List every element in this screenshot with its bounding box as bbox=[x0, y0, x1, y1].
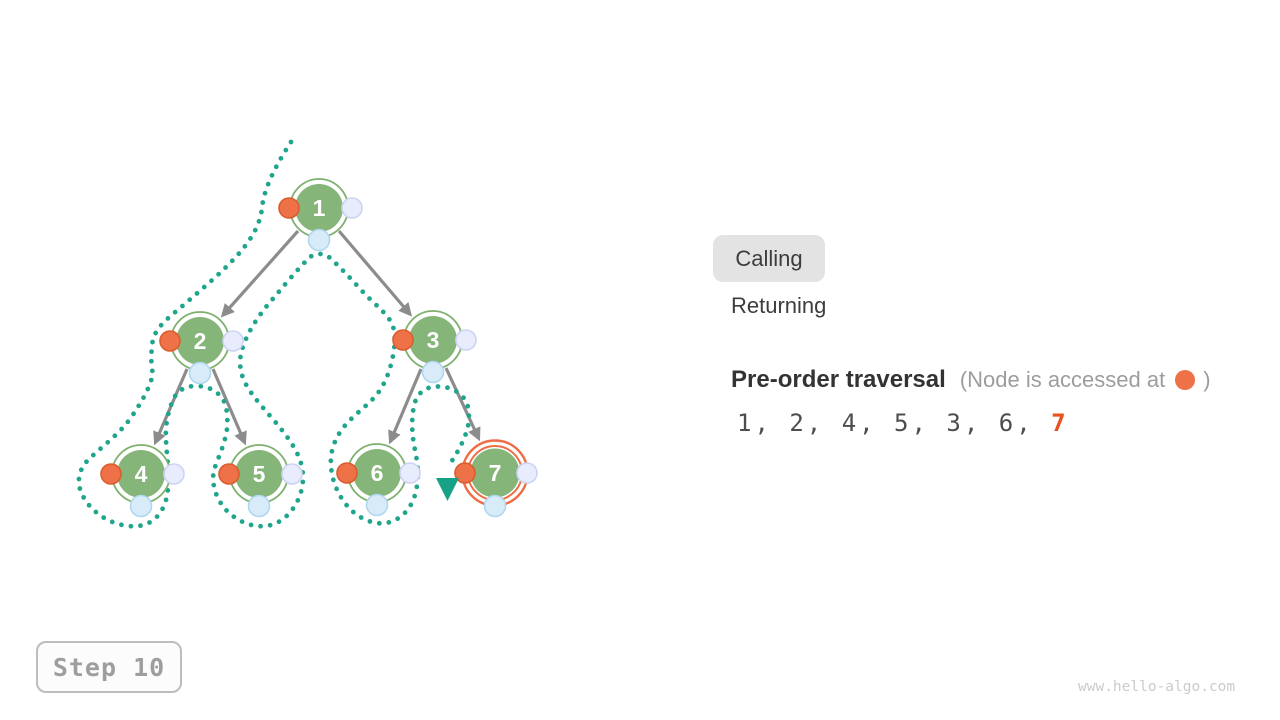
tree-node-1: 1 bbox=[278, 178, 363, 252]
site-watermark: www.hello-algo.com bbox=[1078, 679, 1236, 695]
tree-node-6: 6 bbox=[336, 443, 421, 517]
visited-sequence: 1, 2, 4, 5, 3, 6, bbox=[737, 409, 1052, 437]
legend-returning-label[interactable]: Returning bbox=[731, 293, 827, 318]
return-dot-icon bbox=[455, 329, 477, 351]
tree-node-4: 4 bbox=[100, 444, 185, 518]
node-7-label: 7 bbox=[489, 460, 502, 486]
bottom-dot-icon bbox=[129, 494, 153, 518]
node-6-label: 6 bbox=[371, 460, 384, 486]
recursion-path-dotted bbox=[76, 139, 472, 529]
edge-1-2 bbox=[220, 229, 300, 318]
call-dot-icon bbox=[336, 462, 358, 484]
current-pointer-triangle-icon bbox=[436, 478, 459, 501]
current-sequence-item: 7 bbox=[1051, 409, 1069, 437]
return-dot-icon bbox=[399, 462, 421, 484]
edge-3-6 bbox=[388, 368, 423, 445]
bottom-dot-icon bbox=[188, 361, 212, 385]
bottom-dot-icon bbox=[365, 493, 389, 517]
node-4-label: 4 bbox=[135, 461, 148, 487]
tree-node-3: 3 bbox=[392, 310, 477, 384]
tree-node-2: 2 bbox=[159, 311, 244, 385]
node-1-label: 1 bbox=[313, 195, 326, 221]
binary-tree-diagram: 1 2 3 4 bbox=[76, 139, 538, 529]
bottom-dot-icon bbox=[483, 494, 507, 518]
tree-node-7-highlighted: 7 bbox=[454, 439, 538, 518]
edge-1-3 bbox=[337, 229, 413, 317]
return-dot-icon bbox=[516, 462, 538, 484]
traversal-note-close: ) bbox=[1203, 367, 1211, 392]
bottom-dot-icon bbox=[421, 360, 445, 384]
return-dot-icon bbox=[222, 330, 244, 352]
edge-3-7 bbox=[444, 367, 481, 442]
bottom-dot-icon bbox=[247, 494, 271, 518]
call-dot-icon bbox=[278, 197, 300, 219]
node-3-label: 3 bbox=[427, 327, 440, 353]
step-counter: Step 10 bbox=[36, 641, 182, 693]
return-dot-icon bbox=[341, 197, 363, 219]
step-counter-label: Step 10 bbox=[52, 652, 166, 682]
return-dot-icon bbox=[281, 463, 303, 485]
edge-2-5 bbox=[211, 368, 247, 446]
return-dot-icon bbox=[163, 463, 185, 485]
call-dot-icon bbox=[392, 329, 414, 351]
call-dot-icon bbox=[159, 330, 181, 352]
tree-node-5: 5 bbox=[218, 444, 303, 518]
node-5-label: 5 bbox=[253, 461, 266, 487]
call-dot-icon bbox=[454, 462, 476, 484]
traversal-title: Pre-order traversal bbox=[731, 366, 946, 393]
call-dot-icon bbox=[218, 463, 240, 485]
node-2-label: 2 bbox=[194, 328, 207, 354]
traversal-note-open: (Node is accessed at bbox=[959, 367, 1166, 392]
traversal-title-row: Pre-order traversal (Node is accessed at… bbox=[731, 366, 1211, 394]
bottom-dot-icon bbox=[307, 228, 331, 252]
legend-calling-pill[interactable]: Calling bbox=[713, 235, 825, 282]
access-dot-icon bbox=[1175, 370, 1196, 390]
call-dot-icon bbox=[100, 463, 122, 485]
traversal-sequence: 1, 2, 4, 5, 3, 6, 7 bbox=[737, 409, 1069, 437]
